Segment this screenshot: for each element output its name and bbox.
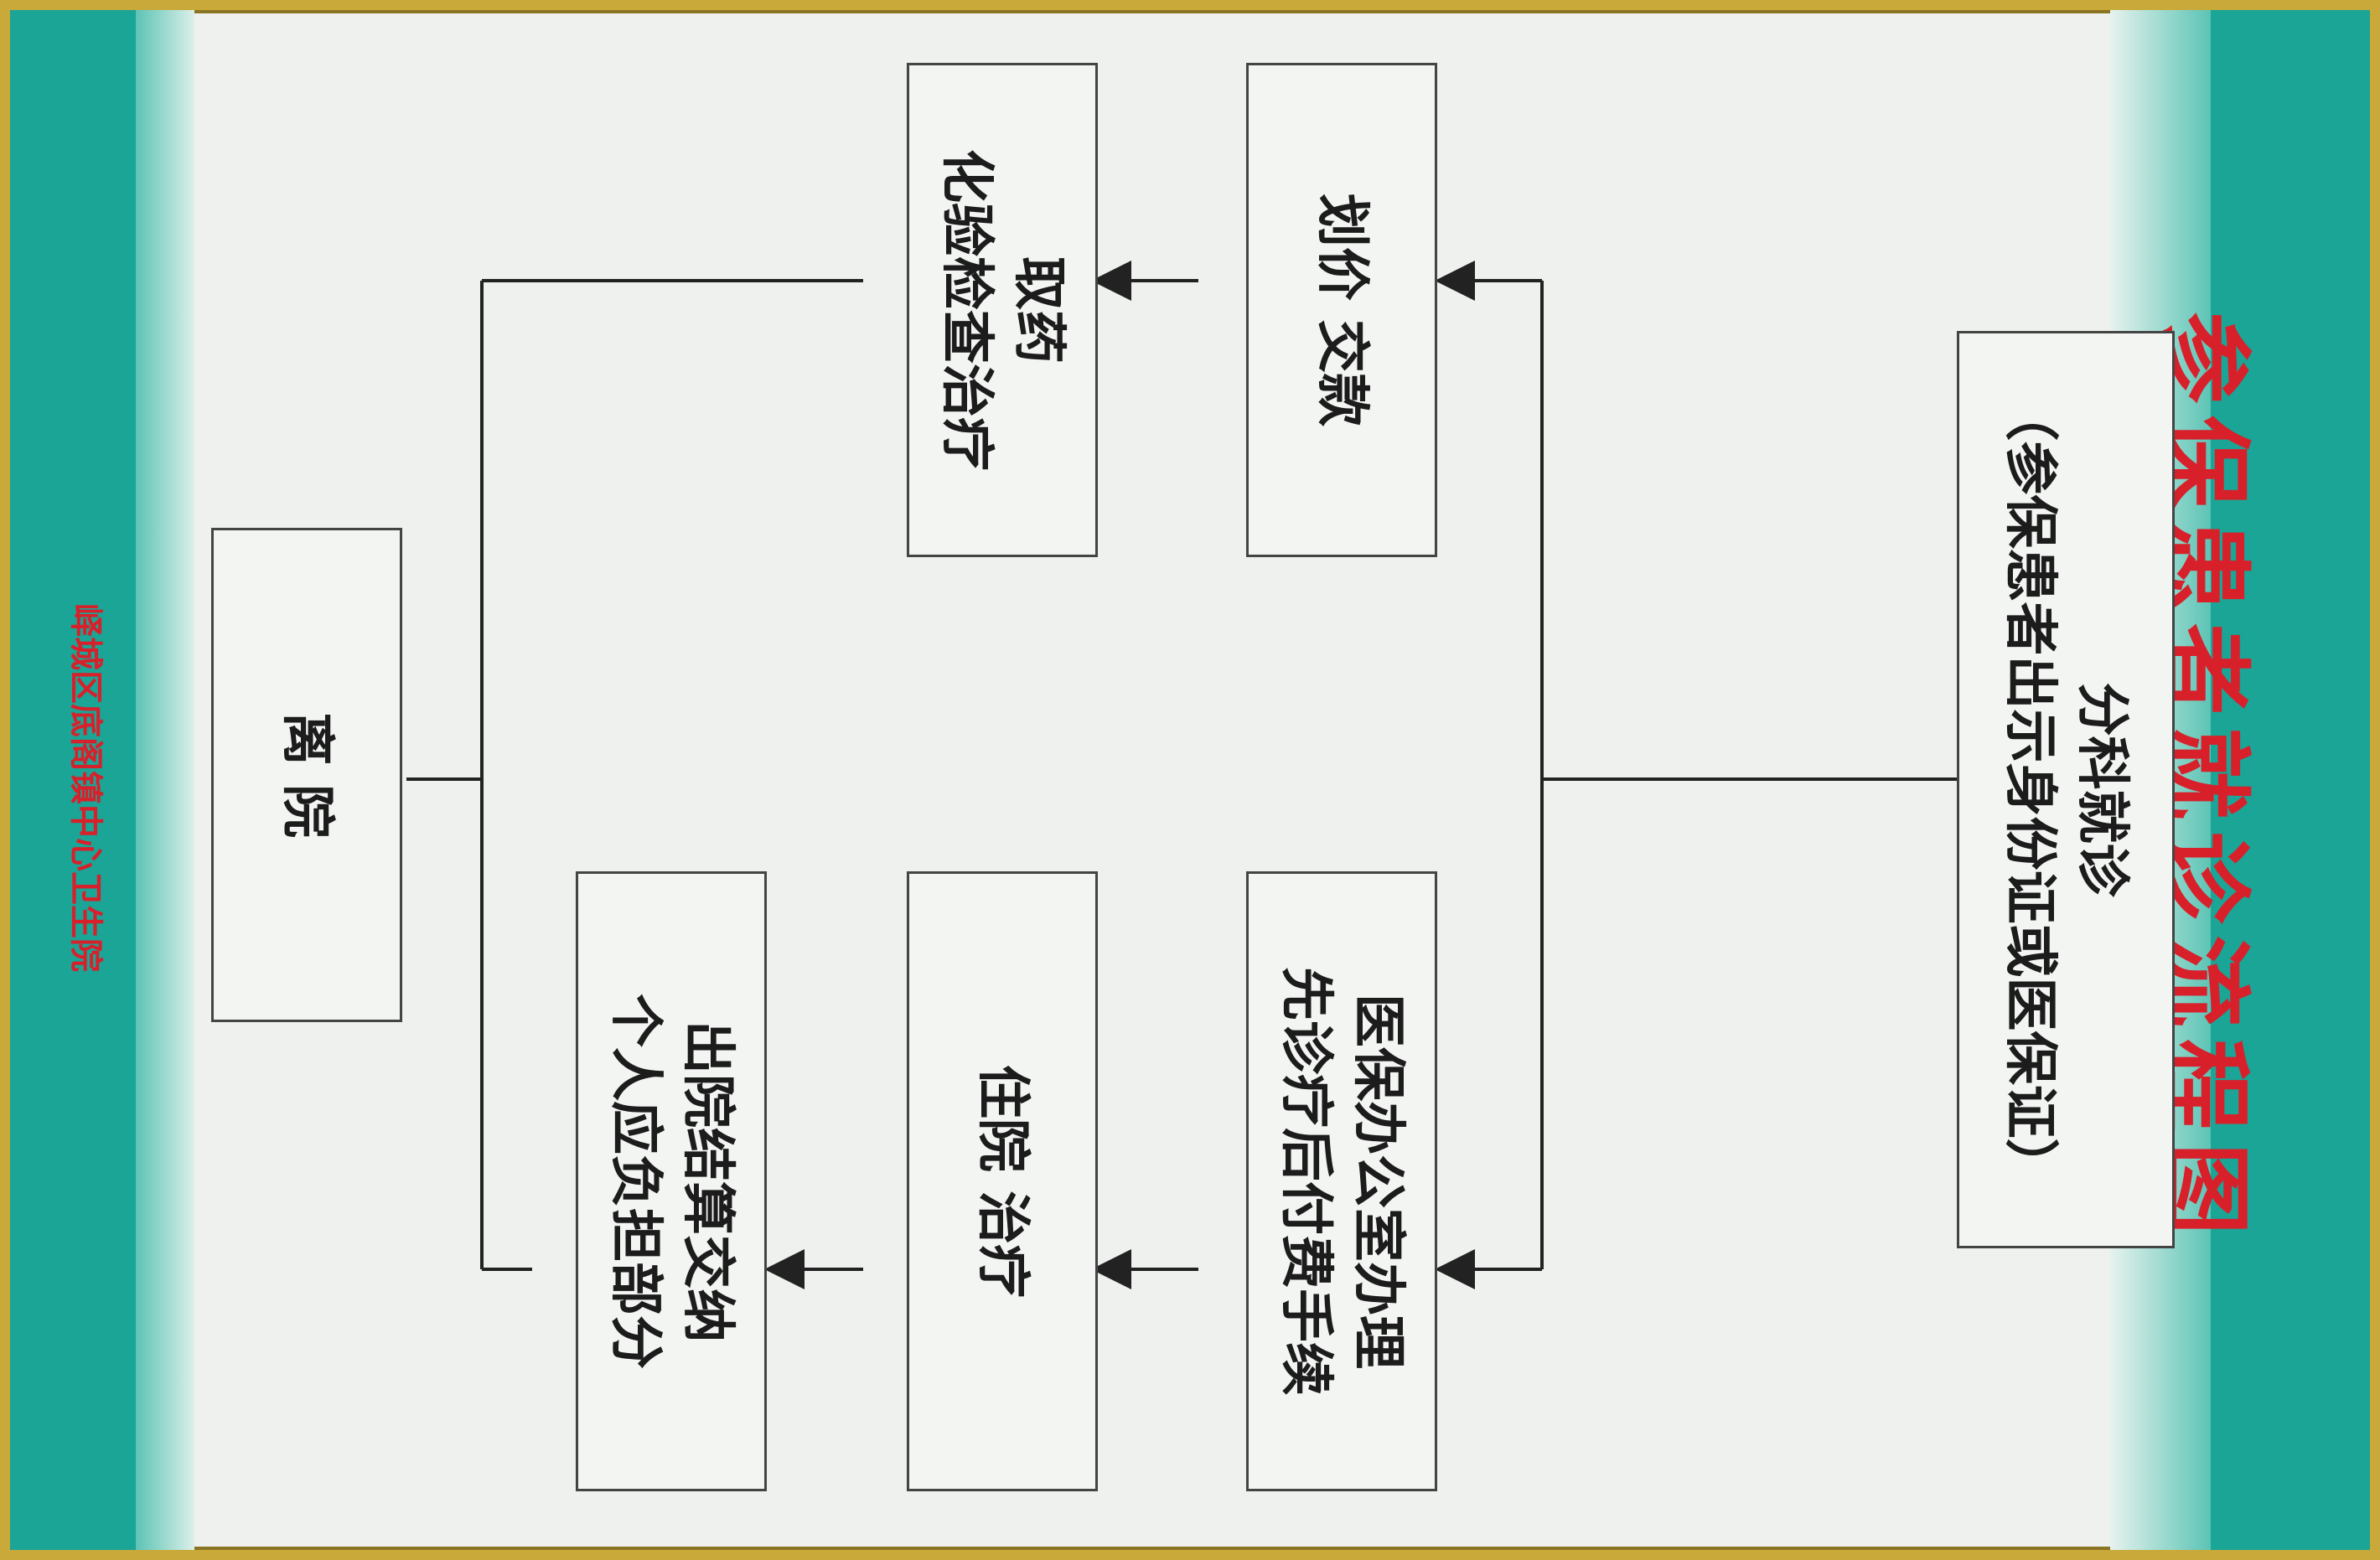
node-insurance-office: 医保办公室办理 先诊疗后付费手续	[1246, 871, 1437, 1491]
teal-band-left	[10, 10, 136, 1550]
node-medicine-line1: 取药	[1007, 256, 1070, 364]
node-leave-line1: 离 院	[276, 711, 339, 839]
node-start-line2: （参保患者出示身份证或医保证）	[1999, 387, 2061, 1192]
node-pay: 划价 交款	[1246, 63, 1437, 557]
node-settlement: 出院结算交纳 个人应负担部分	[576, 871, 767, 1491]
node-start: 分科就诊 （参保患者出示身份证或医保证）	[1957, 331, 2175, 1248]
footer-hospital-name: 峄城区底阁镇中心卫生院	[66, 603, 106, 972]
node-hospitalize-line1: 住院 治疗	[971, 1064, 1034, 1299]
node-start-line1: 分科就诊	[2071, 682, 2134, 897]
node-medicine: 取药 化验检查治疗	[907, 63, 1098, 557]
node-pay-line1: 划价 交款	[1311, 193, 1374, 427]
teal-band-left-fade	[136, 10, 194, 1550]
node-hospitalize: 住院 治疗	[907, 871, 1098, 1491]
node-leave: 离 院	[211, 528, 402, 1022]
node-insurance-line2: 先诊疗后付费手续	[1275, 967, 1337, 1396]
node-medicine-line2: 化验检查治疗	[935, 149, 997, 471]
node-settlement-line2: 个人应负担部分	[604, 994, 666, 1369]
node-settlement-line1: 出院结算交纳	[676, 1020, 739, 1342]
teal-band-right	[2211, 10, 2370, 1550]
node-insurance-line1: 医保办公室办理	[1347, 994, 1410, 1369]
